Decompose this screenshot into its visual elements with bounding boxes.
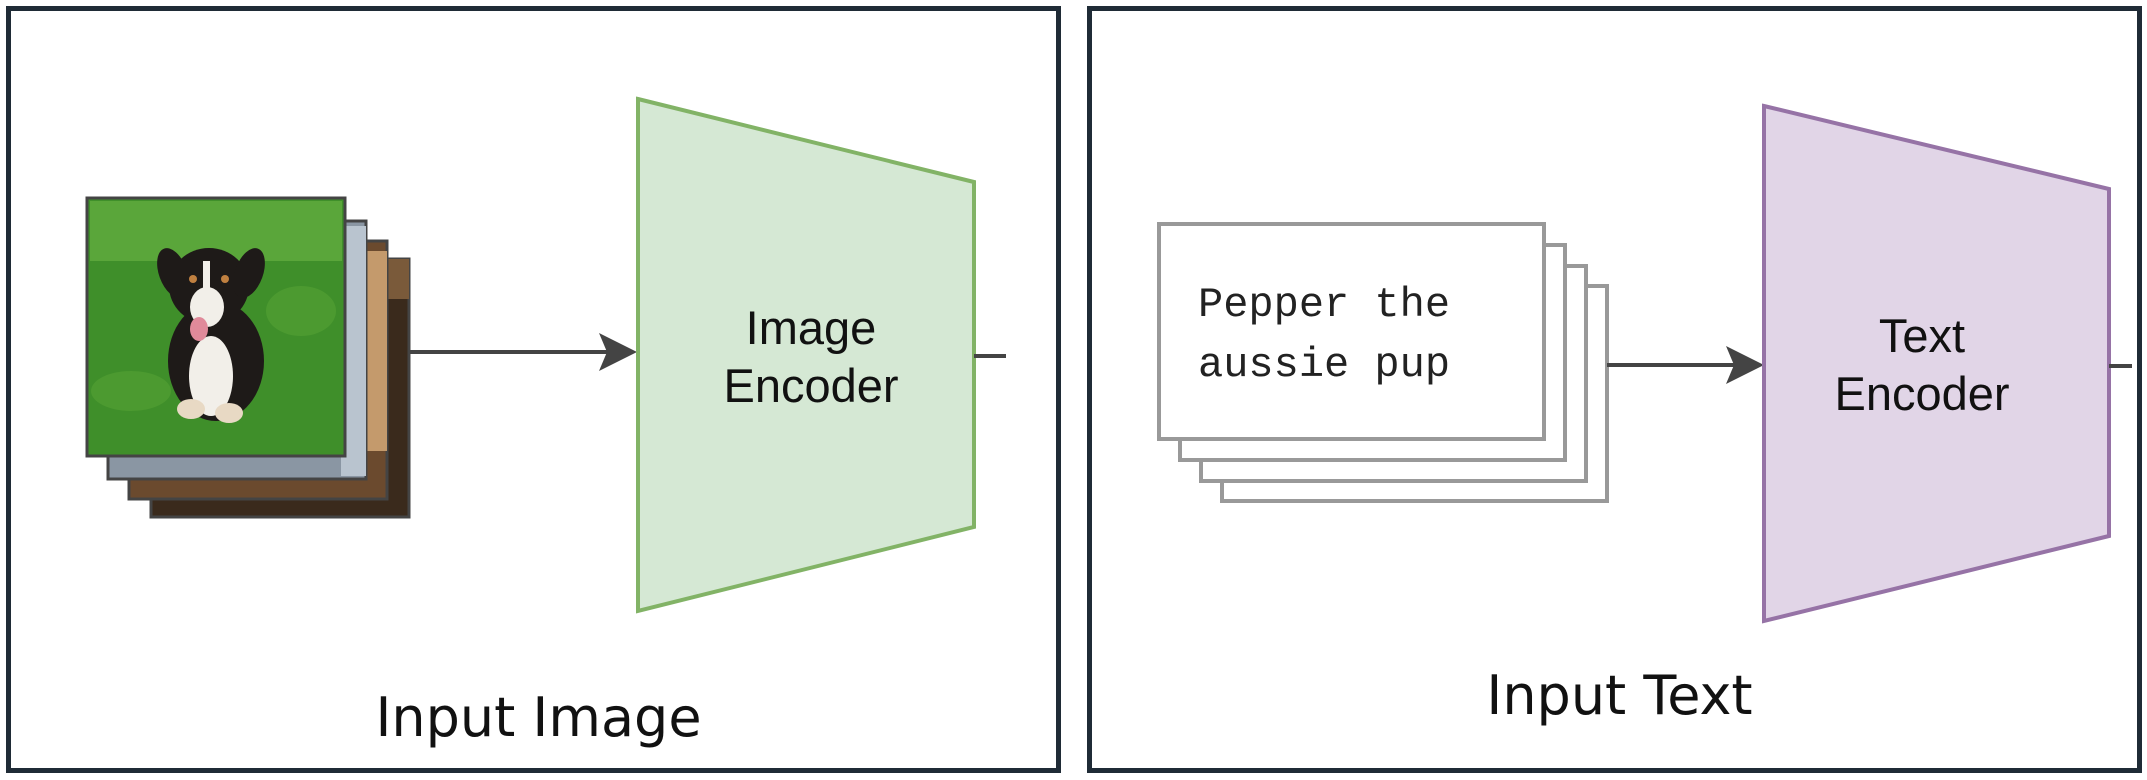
dog-photo-stack-icon [85, 196, 411, 519]
image-encoder-label: Image Encoder [631, 299, 991, 415]
dog-figure [157, 248, 265, 423]
text-card-stack [1157, 222, 1609, 503]
input-text-caption: Input Text [1486, 664, 1753, 727]
image-encoder-block [636, 96, 976, 614]
input-image-caption: Input Image [375, 686, 702, 749]
grass-patch [266, 286, 336, 336]
arrow-right-icon [1607, 346, 1764, 384]
input-text-line1: Pepper the [1198, 281, 1451, 329]
text-encoder-diagram [1157, 103, 2132, 624]
input-text-line2: aussie pup [1198, 341, 1451, 389]
arrow-right-icon [409, 333, 637, 371]
text-encoder-panel: Pepper the aussie pup Text Encoder Input… [1087, 6, 2142, 773]
image-encoder-diagram [85, 96, 1006, 614]
image-encoder-label-line1: Image [745, 301, 877, 354]
image-encoder-panel: Image Encoder Input Image [6, 6, 1061, 773]
text-encoder-label: Text Encoder [1742, 307, 2102, 423]
text-encoder-label-line2: Encoder [1834, 367, 2010, 420]
grass-patch [91, 371, 171, 411]
text-encoder-label-line1: Text [1878, 309, 1966, 362]
text-card-front [1157, 222, 1546, 441]
text-encoder-block [1762, 103, 2111, 624]
image-encoder-label-line2: Encoder [723, 359, 899, 412]
